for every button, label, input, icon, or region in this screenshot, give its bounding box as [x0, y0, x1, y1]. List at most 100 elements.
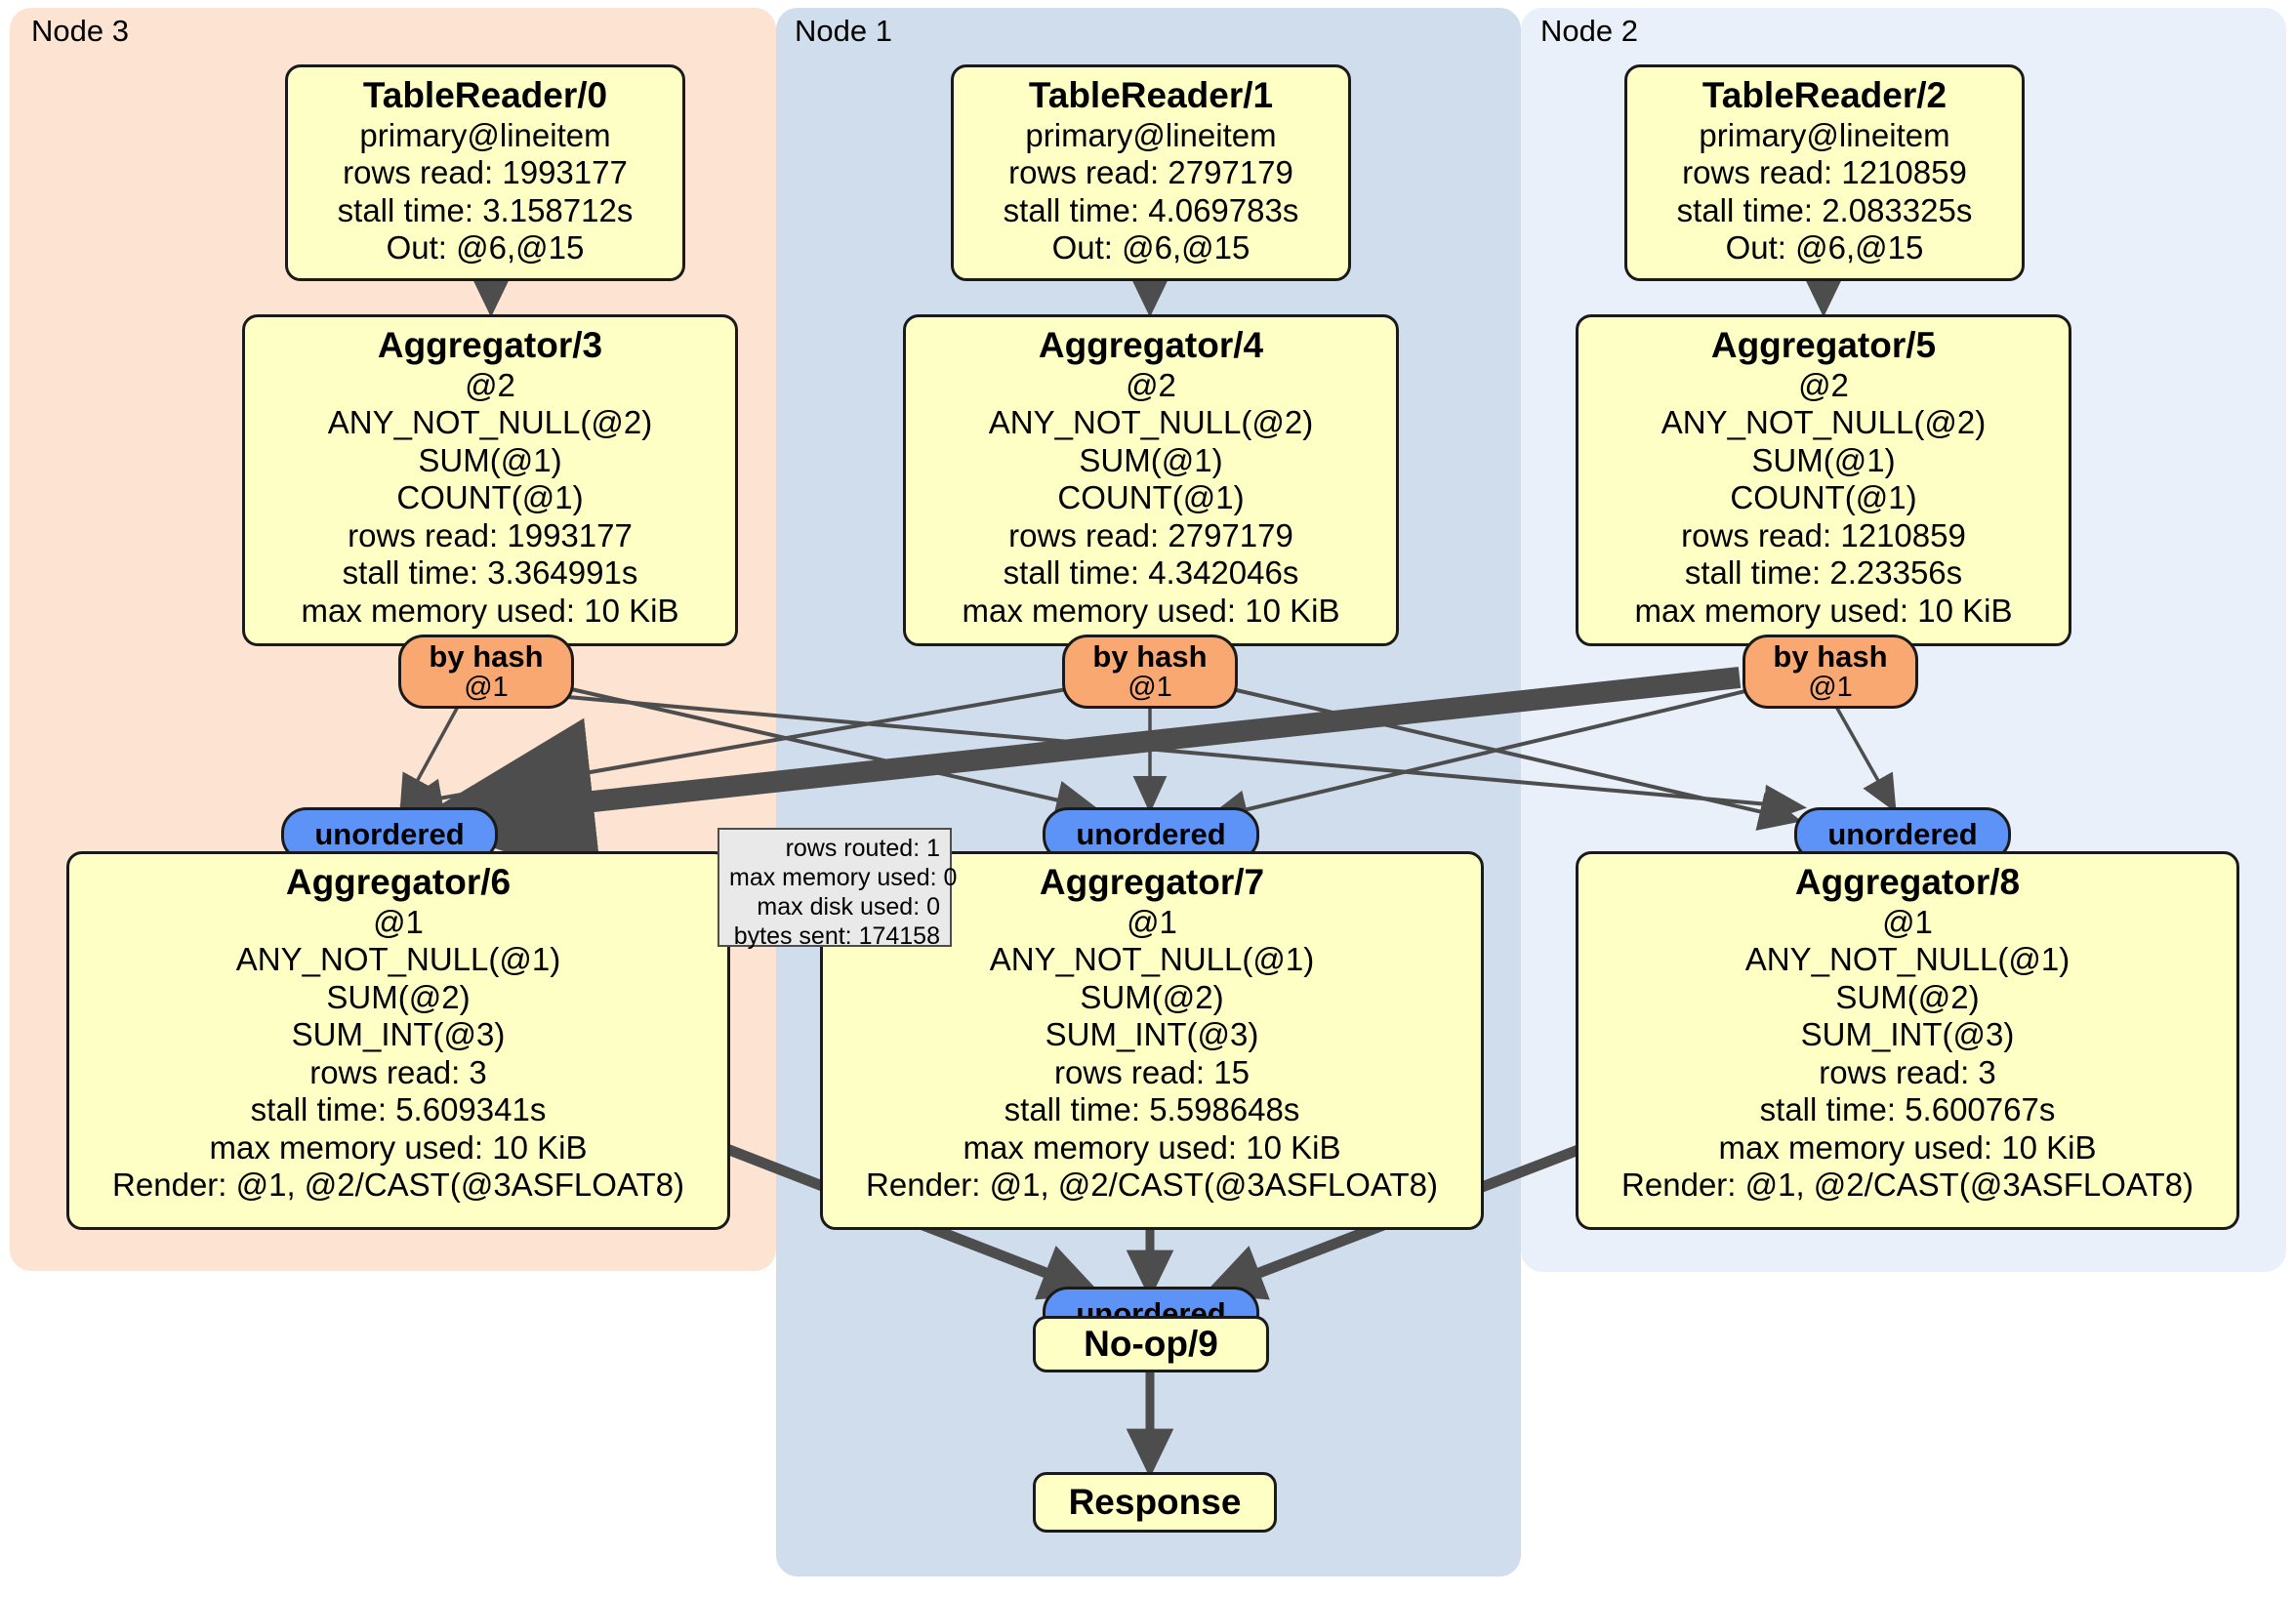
edge-hash1-to-unordered2 [1231, 687, 1802, 831]
operator-detail-out: Out: @6,@15 [1725, 229, 1924, 266]
operator-title: TableReader/2 [1702, 75, 1948, 115]
operator-detail-agg1: ANY_NOT_NULL(@1) [1744, 941, 2070, 978]
operator-detail-agg3: COUNT(@1) [1730, 479, 1917, 516]
hash-router-column: @1 [1128, 672, 1172, 704]
operator-detail-agg3: SUM_INT(@3) [1045, 1016, 1259, 1053]
operator-detail-stall-time: stall time: 5.598648s [1004, 1091, 1300, 1128]
cluster-label-node2: Node 2 [1540, 14, 1638, 48]
operator-box-response[interactable]: Response [1033, 1472, 1277, 1533]
operator-detail-stall-time: stall time: 2.083325s [1676, 191, 1973, 228]
edge-hash2-to-unordered1 [1205, 689, 1746, 829]
operator-detail-max-memory: max memory used: 10 KiB [962, 592, 1340, 629]
operator-detail-agg3: COUNT(@1) [1057, 479, 1245, 516]
operator-detail-max-memory: max memory used: 10 KiB [301, 592, 679, 629]
operator-detail-groupby: @1 [1882, 903, 1933, 940]
operator-detail-rows-read: rows read: 3 [1819, 1053, 1996, 1090]
operator-detail-agg1: ANY_NOT_NULL(@1) [989, 941, 1315, 978]
operator-detail-stall-time: stall time: 5.609341s [250, 1091, 547, 1128]
cluster-label-node3: Node 3 [31, 14, 129, 48]
operator-detail-out: Out: @6,@15 [1051, 229, 1250, 266]
operator-detail-groupby: @1 [1127, 903, 1177, 940]
hash-router-column: @1 [464, 672, 509, 704]
hash-router-node3[interactable]: by hash @1 [398, 635, 574, 709]
operator-detail-groupby: @1 [373, 903, 424, 940]
operator-title: Aggregator/3 [377, 325, 603, 365]
operator-box-tablereader-0[interactable]: TableReader/0 primary@lineitem rows read… [285, 64, 685, 281]
operator-title: TableReader/0 [362, 75, 608, 115]
hash-router-node1[interactable]: by hash @1 [1062, 635, 1238, 709]
operator-detail-agg2: SUM(@1) [1751, 441, 1896, 478]
operator-detail-groupby: @2 [1126, 366, 1176, 403]
operator-detail-groupby: @2 [1798, 366, 1849, 403]
edge-hash2-to-unordered3-heavy [413, 667, 1742, 885]
operator-title: TableReader/1 [1028, 75, 1274, 115]
unordered-label: unordered [1827, 817, 1978, 851]
hash-router-label: by hash [1773, 638, 1888, 674]
operator-detail-max-memory: max memory used: 10 KiB [1634, 592, 2013, 629]
unordered-label: unordered [314, 817, 465, 851]
operator-title: Aggregator/4 [1038, 325, 1264, 365]
operator-detail-rows-read: rows read: 15 [1054, 1053, 1250, 1090]
operator-title: Aggregator/7 [1039, 862, 1265, 902]
operator-detail-max-memory: max memory used: 10 KiB [963, 1128, 1341, 1166]
edge-stats-tooltip: rows routed: 1 max memory used: 0 max di… [718, 828, 958, 950]
edge-hash3-to-unordered2 [545, 693, 1807, 824]
operator-detail-agg1: ANY_NOT_NULL(@2) [988, 404, 1314, 441]
operator-detail-out: Out: @6,@15 [386, 229, 585, 266]
operator-title: Response [1068, 1482, 1242, 1522]
operator-title: No-op/9 [1084, 1324, 1218, 1364]
operator-detail-max-memory: max memory used: 10 KiB [209, 1128, 588, 1166]
operator-detail-agg3: SUM_INT(@3) [291, 1016, 506, 1053]
tooltip-bytes-sent: bytes sent: 174158 [733, 922, 940, 950]
operator-detail-rows-read: rows read: 1210859 [1681, 516, 1966, 553]
operator-detail-rows-read: rows read: 1993177 [348, 516, 633, 553]
operator-detail-stall-time: stall time: 3.158712s [337, 191, 634, 228]
operator-detail-stall-time: stall time: 4.342046s [1003, 554, 1299, 592]
operator-title: Aggregator/8 [1794, 862, 2021, 902]
hash-router-label: by hash [1092, 638, 1208, 674]
operator-detail-table: primary@lineitem [1699, 116, 1950, 153]
operator-detail-stall-time: stall time: 3.364991s [342, 554, 638, 592]
tooltip-max-memory-used: max memory used: 0 [729, 864, 958, 891]
operator-detail-agg3: COUNT(@1) [396, 479, 584, 516]
cluster-label-node1: Node 1 [795, 14, 892, 48]
edge-hash2-to-unordered2 [1833, 704, 1897, 813]
hash-router-node2[interactable]: by hash @1 [1742, 635, 1918, 709]
operator-detail-agg2: SUM(@1) [418, 441, 562, 478]
operator-box-tablereader-1[interactable]: TableReader/1 primary@lineitem rows read… [951, 64, 1351, 281]
operator-detail-groupby: @2 [465, 366, 515, 403]
hash-router-label: by hash [429, 638, 544, 674]
operator-detail-rows-read: rows read: 3 [309, 1053, 487, 1090]
operator-detail-render: Render: @1, @2/CAST(@3ASFLOAT8) [866, 1166, 1438, 1203]
operator-detail-agg1: ANY_NOT_NULL(@2) [327, 404, 653, 441]
tooltip-rows-routed: rows routed: 1 [785, 835, 940, 862]
operator-box-aggregator-3[interactable]: Aggregator/3 @2 ANY_NOT_NULL(@2) SUM(@1)… [242, 314, 738, 646]
operator-detail-agg2: SUM(@2) [1835, 978, 1980, 1015]
operator-detail-agg1: ANY_NOT_NULL(@1) [235, 941, 561, 978]
operator-detail-table: primary@lineitem [1025, 116, 1277, 153]
operator-detail-rows-read: rows read: 2797179 [1008, 516, 1293, 553]
edge-hash3-to-unordered3 [399, 704, 461, 813]
operator-box-aggregator-5[interactable]: Aggregator/5 @2 ANY_NOT_NULL(@2) SUM(@1)… [1576, 314, 2071, 646]
operator-detail-rows-read: rows read: 1993177 [343, 154, 628, 191]
operator-detail-agg3: SUM_INT(@3) [1800, 1016, 2015, 1053]
operator-detail-agg1: ANY_NOT_NULL(@2) [1660, 404, 1987, 441]
hash-router-column: @1 [1808, 672, 1853, 704]
unordered-label: unordered [1076, 817, 1226, 851]
operator-box-noop-9[interactable]: No-op/9 [1033, 1316, 1269, 1372]
operator-box-tablereader-2[interactable]: TableReader/2 primary@lineitem rows read… [1624, 64, 2025, 281]
tooltip-max-disk-used: max disk used: 0 [757, 893, 940, 921]
operator-box-aggregator-6[interactable]: Aggregator/6 @1 ANY_NOT_NULL(@1) SUM(@2)… [66, 851, 730, 1230]
operator-detail-stall-time: stall time: 5.600767s [1759, 1091, 2056, 1128]
operator-title: Aggregator/5 [1710, 325, 1937, 365]
operator-detail-agg2: SUM(@1) [1079, 441, 1223, 478]
operator-box-aggregator-4[interactable]: Aggregator/4 @2 ANY_NOT_NULL(@2) SUM(@1)… [903, 314, 1399, 646]
operator-detail-max-memory: max memory used: 10 KiB [1718, 1128, 2097, 1166]
operator-detail-rows-read: rows read: 2797179 [1008, 154, 1293, 191]
operator-detail-rows-read: rows read: 1210859 [1682, 154, 1967, 191]
operator-detail-agg2: SUM(@2) [326, 978, 471, 1015]
operator-detail-stall-time: stall time: 2.23356s [1684, 554, 1963, 592]
operator-box-aggregator-8[interactable]: Aggregator/8 @1 ANY_NOT_NULL(@1) SUM(@2)… [1576, 851, 2239, 1230]
operator-detail-agg2: SUM(@2) [1080, 978, 1224, 1015]
